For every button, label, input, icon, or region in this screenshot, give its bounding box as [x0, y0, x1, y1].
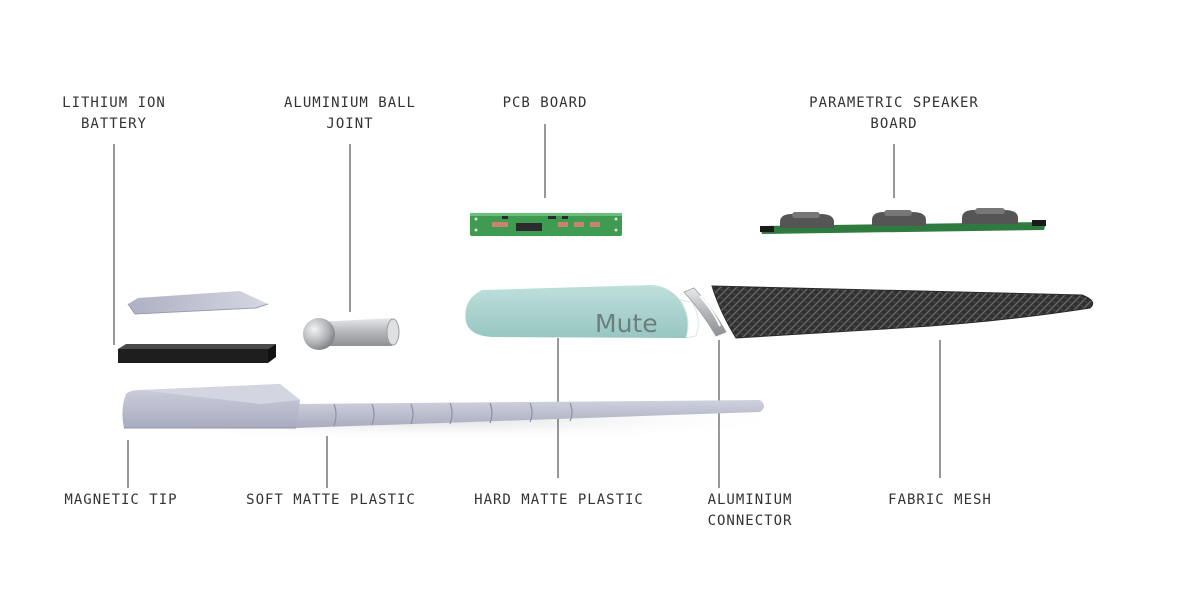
lithium-ion-battery: [118, 344, 276, 363]
label-pcb-board: PCB BOARD: [502, 95, 588, 111]
magnetic-tip-piece: [122, 384, 301, 429]
label-parametric-speaker-board: PARAMETRIC SPEAKER BOARD: [809, 95, 979, 132]
fabric-mesh: [711, 285, 1094, 339]
hard-matte-plastic-shell: Mute: [465, 285, 699, 339]
label-lithium-ion-battery: LITHIUM ION BATTERY: [62, 95, 166, 132]
label-hard-matte-plastic: HARD MATTE PLASTIC: [474, 492, 644, 508]
mute-button-label: Mute: [595, 309, 658, 338]
pcb-board: [470, 213, 622, 236]
aluminium-ball-joint: [303, 318, 400, 350]
label-aluminium-ball-joint: ALUMINIUM BALL JOINT: [283, 95, 416, 132]
leader-lines: [113, 124, 941, 488]
label-aluminium-connector: ALUMINIUM CONNECTOR: [707, 492, 793, 529]
aluminium-connector: [683, 287, 727, 337]
soft-matte-plastic-strap: [296, 400, 764, 428]
battery-cover-piece: [127, 291, 269, 315]
label-soft-matte-plastic: SOFT MATTE PLASTIC: [246, 492, 416, 508]
parametric-speaker-board: [760, 208, 1046, 234]
label-fabric-mesh: FABRIC MESH: [888, 492, 992, 508]
label-magnetic-tip: MAGNETIC TIP: [64, 492, 178, 508]
